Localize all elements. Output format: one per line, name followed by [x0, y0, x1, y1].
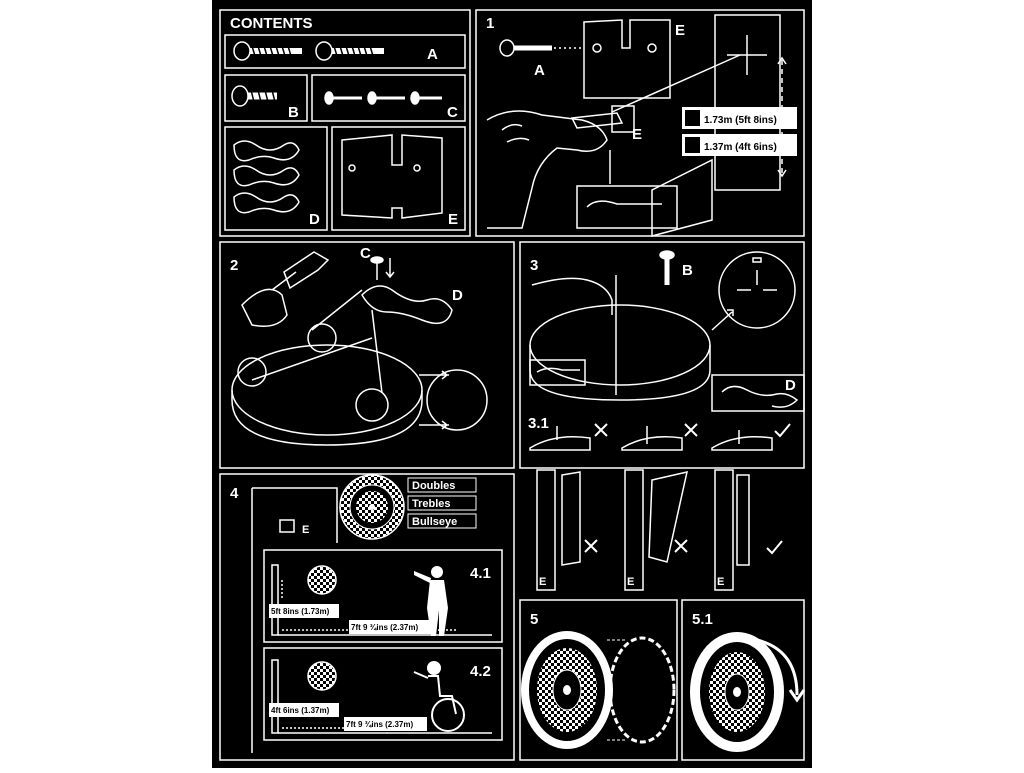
nails-c-icon: [324, 91, 442, 105]
step2-label-d: D: [452, 287, 463, 304]
throw-distance-box-2: [344, 717, 427, 731]
step-41-number: 4.1: [470, 565, 491, 582]
hand-screwdriver-icon: [486, 105, 635, 229]
cross-icon: [584, 539, 598, 553]
rotate-arrow-icon: [756, 638, 806, 703]
step1-label-a: A: [534, 62, 545, 79]
dartboard-zones: [339, 474, 405, 540]
zone-trebles: Trebles: [412, 498, 451, 510]
step-3-panel: [519, 241, 805, 469]
cross-icon: [594, 423, 608, 437]
step-2-number: 2: [230, 257, 238, 274]
zone-doubles: Doubles: [412, 480, 455, 492]
hammer-icon: [241, 251, 330, 327]
throw-distance-box-1: [349, 620, 432, 634]
step2-label-c: C: [360, 245, 371, 262]
doubles-box: [407, 477, 477, 493]
standing-height-box: [269, 604, 339, 618]
step-31-number: 3.1: [528, 415, 549, 432]
step3-label-b: B: [682, 262, 693, 279]
step1-label-e2: E: [632, 126, 642, 143]
step51-board: [690, 632, 784, 752]
check-icon: [774, 423, 791, 438]
step-3-number: 3: [530, 257, 538, 274]
step31-screw-depth: [529, 426, 773, 451]
screw-b-icon: [231, 85, 277, 107]
foam-strips-d-icon: [233, 140, 300, 214]
height-box-standing: [682, 107, 797, 129]
step2-nail-icon: [370, 256, 395, 280]
step-5-number: 5: [530, 611, 538, 628]
step4-label-e: E: [302, 524, 309, 536]
screwdriver-inset: [576, 150, 678, 229]
step1-label-e: E: [675, 22, 685, 39]
instruction-sheet: CONTENTS A B C D E 1 A E: [212, 0, 812, 768]
label-d: D: [309, 211, 320, 228]
screw-a-icon: [233, 41, 384, 61]
step3-label-d: D: [785, 377, 796, 394]
step-42-number: 4.2: [470, 663, 491, 680]
step-1-number: 1: [486, 15, 494, 32]
step-41-panel: [263, 549, 503, 643]
step2-board-side: [231, 289, 488, 446]
step-4-number: 4: [230, 485, 239, 502]
step31-e1: E: [539, 576, 546, 588]
contents-title: CONTENTS: [230, 15, 313, 32]
label-e: E: [448, 211, 458, 228]
cross-icon: [684, 423, 698, 437]
measure-standing-height: 5ft 8ins (1.73m): [271, 607, 330, 616]
step-51-number: 5.1: [692, 611, 713, 628]
step31-e3: E: [717, 576, 724, 588]
label-b: B: [288, 104, 299, 121]
height-standing: 1.73m (5ft 8ins): [704, 115, 777, 126]
measure-throw-2: 7ft 9 ¾ins (2.37m): [346, 720, 413, 729]
bracket-e-icon: [341, 134, 443, 219]
standing-person-icon: [685, 110, 700, 126]
wheelchair-height-box: [269, 703, 339, 717]
step1-screw-icon: [499, 39, 582, 57]
step3-board: [529, 275, 711, 401]
measure-throw-1: 7ft 9 ¾ins (2.37m): [351, 623, 418, 632]
check-icon: [766, 540, 783, 555]
step1-bracket-icon: [583, 19, 671, 99]
step3-screw-icon: [659, 250, 675, 285]
measure-wheelchair-height: 4ft 6ins (1.37m): [271, 706, 330, 715]
step-2-panel: [219, 241, 515, 469]
step-51-panel: [681, 599, 805, 761]
contents-panel: [219, 9, 471, 237]
bullseye-box: [407, 513, 477, 529]
label-a: A: [427, 46, 438, 63]
step5-board: [521, 631, 676, 749]
instruction-diagram: CONTENTS A B C D E 1 A E: [219, 9, 806, 761]
height-wheelchair: 1.37m (4ft 6ins): [704, 142, 777, 153]
height-box-wheelchair: [682, 134, 797, 156]
step2-foam-strip-icon: [361, 285, 453, 325]
step31-hanging: [536, 469, 750, 591]
step-5-panel: [519, 599, 678, 761]
step3-board-back: [711, 251, 796, 331]
wheelchair-icon: [685, 137, 700, 153]
step3-strip-inset: [711, 374, 805, 412]
step-42-panel: [263, 647, 503, 741]
cross-icon: [674, 539, 688, 553]
label-c: C: [447, 104, 458, 121]
step-1-panel: [475, 9, 805, 237]
step31-e2: E: [627, 576, 634, 588]
step4-frame: [251, 487, 338, 753]
zone-bullseye: Bullseye: [412, 516, 457, 528]
trebles-box: [407, 495, 477, 511]
step-4-panel: [219, 473, 515, 761]
standing-person-icon: [414, 566, 448, 636]
